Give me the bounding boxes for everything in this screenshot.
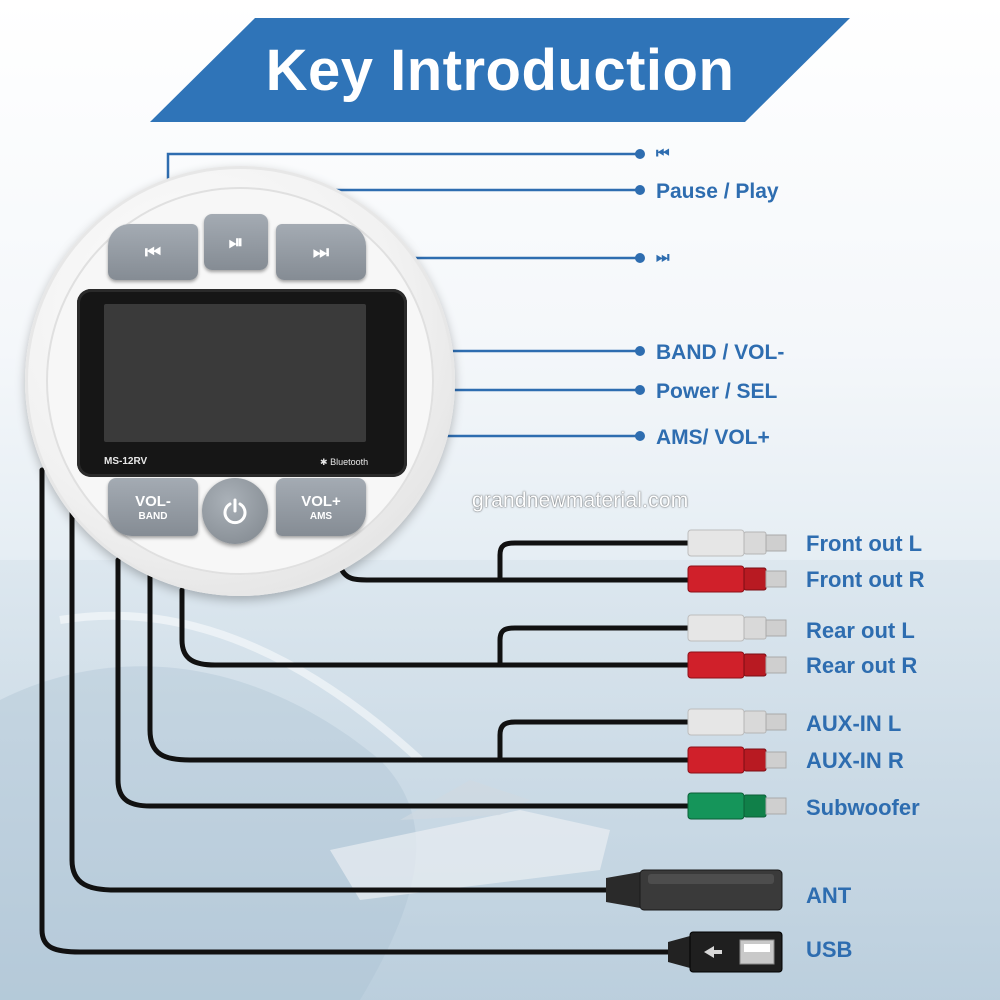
page-title: Key Introduction <box>265 37 735 103</box>
pause-play-button[interactable]: ⏯ <box>204 214 268 270</box>
label-band-vol: BAND / VOL- <box>656 341 785 364</box>
prev-track-button[interactable]: ⏮ <box>108 224 198 280</box>
vol-plus-ams-button[interactable]: VOL+ AMS <box>276 478 366 536</box>
label-power-sel: Power / SEL <box>656 380 778 403</box>
power-button[interactable] <box>202 478 268 544</box>
label-front-out-l: Front out L <box>806 531 923 556</box>
boat-silhouette <box>330 810 610 900</box>
label-pause-play: Pause / Play <box>656 180 779 203</box>
cable-aux <box>147 572 693 763</box>
rca-rear-r-plug <box>687 651 787 679</box>
model-label: MS-12RV <box>104 456 148 467</box>
label-subwoofer: Subwoofer <box>806 795 920 820</box>
callout-prev-dot <box>635 149 645 159</box>
ant-connector <box>606 869 783 911</box>
label-next: ⏭ <box>656 249 669 266</box>
vol-plus-label: VOL+ <box>301 492 341 510</box>
cable-front <box>337 540 693 583</box>
rca-rear-l-plug <box>687 614 787 642</box>
callout-play-dot <box>635 185 645 195</box>
callout-band-dot <box>635 346 645 356</box>
vol-minus-label: VOL- <box>135 492 171 510</box>
callout-next-dot <box>635 253 645 263</box>
usb-connector <box>668 931 783 973</box>
cable-usb <box>39 467 673 955</box>
cable-ant <box>69 507 613 893</box>
rca-front-l-plug <box>687 529 787 557</box>
bluetooth-label: ✱ Bluetooth <box>320 457 369 467</box>
rca-front-r-plug <box>687 565 787 593</box>
prev-track-icon: ⏮ <box>144 241 162 262</box>
bluetooth-icon: ✱ <box>320 457 328 467</box>
play-pause-icon: ⏯ <box>228 231 244 252</box>
label-usb: USB <box>806 937 853 962</box>
rca-aux-l-plug <box>687 708 787 736</box>
ams-sublabel: AMS <box>309 510 333 522</box>
watermark-text: grandnewmaterial.com <box>472 489 689 512</box>
label-front-out-r: Front out R <box>806 567 925 592</box>
label-ant: ANT <box>806 883 852 908</box>
cable-subwoofer <box>115 557 693 809</box>
next-track-button[interactable]: ⏭ <box>276 224 366 280</box>
label-aux-in-r: AUX-IN R <box>806 748 904 773</box>
rca-aux-r-plug <box>687 746 787 774</box>
lcd-display <box>104 304 366 442</box>
cable-rear <box>179 587 693 668</box>
callout-ams-dot <box>635 431 645 441</box>
title-banner <box>150 18 850 122</box>
callout-power-dot <box>635 385 645 395</box>
label-rear-out-l: Rear out L <box>806 618 915 643</box>
label-prev: ⏮ <box>656 145 669 162</box>
band-sublabel: BAND <box>138 510 168 522</box>
label-aux-in-l: AUX-IN L <box>806 711 902 736</box>
label-rear-out-r: Rear out R <box>806 653 918 678</box>
power-icon <box>223 498 247 525</box>
label-ams-vol: AMS/ VOL+ <box>656 426 770 449</box>
rca-subwoofer-plug <box>687 792 787 820</box>
vol-minus-band-button[interactable]: VOL- BAND <box>108 478 198 536</box>
next-track-icon: ⏭ <box>312 241 330 262</box>
